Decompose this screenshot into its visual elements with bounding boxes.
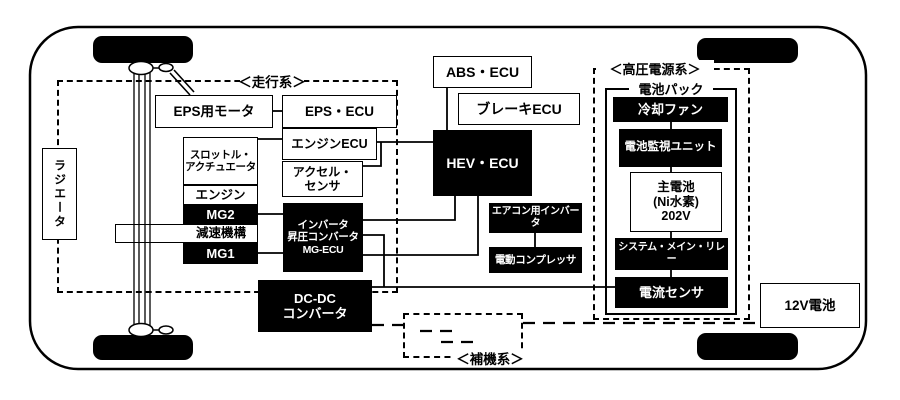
connector-lines xyxy=(258,88,672,288)
eps-ecu-box: EPS・ECU xyxy=(282,95,397,128)
current-sensor-box: 電流センサ xyxy=(615,277,728,308)
engine-ecu-box: エンジンECU xyxy=(282,128,377,160)
line-branch-accelsensor xyxy=(363,142,382,167)
inverter-unit-box: インバータ 昇圧コンバータ MG-ECU xyxy=(283,203,363,272)
eps-motor-box: EPS用モータ xyxy=(155,95,273,128)
hev-ecu-box: HEV・ECU xyxy=(433,130,532,196)
main-battery-box: 主電池 (Ni水素) 202V xyxy=(630,172,722,232)
dcdc-converter-box: DC-DC コンバータ xyxy=(258,280,372,332)
line-hevecu-inverter-1 xyxy=(363,196,456,221)
mg1-box: MG1 xyxy=(183,243,258,264)
auxiliary-system-label: ＜補機系＞ xyxy=(452,349,528,367)
engine-ecu-label: エンジンECU xyxy=(291,136,368,151)
accel-sensor-box: アクセル・ センサ xyxy=(282,161,363,197)
12v-battery-box: 12V電池 xyxy=(760,283,860,328)
radiator-box: ラジエータ xyxy=(42,148,77,240)
wheel-rear-left xyxy=(93,335,193,360)
abs-ecu-box: ABS・ECU xyxy=(433,56,532,88)
brake-ecu-box: ブレーキECU xyxy=(458,93,580,125)
line-hevecu-inverter-2 xyxy=(363,196,479,256)
throttle-actuator-box: スロットル・ アクチュエータ xyxy=(183,137,258,185)
electric-compressor-box: 電動コンプレッサ xyxy=(489,247,582,273)
engine-box: エンジン xyxy=(183,185,258,205)
eps-ecu-label: EPS・ECU xyxy=(304,103,375,119)
system-main-relay-box: システム・メイン・リレー xyxy=(615,238,728,270)
mg2-box: MG2 xyxy=(183,205,258,224)
battery-monitor-box: 電池監視ユニット xyxy=(619,129,722,167)
drive-system-label: ＜走行系＞ xyxy=(238,72,306,90)
cooling-fan-box: 冷却ファン xyxy=(613,97,728,122)
high-voltage-label: ＜高圧電源系＞ xyxy=(596,60,714,77)
line-inverter-powerbus xyxy=(363,234,385,287)
radiator-label: ラジエータ xyxy=(52,159,67,229)
wheel-rear-right xyxy=(697,333,798,360)
battery-pack-label: 電池パック xyxy=(629,80,713,97)
auxiliary-power-lines xyxy=(372,321,760,344)
eps-motor-label: EPS用モータ xyxy=(173,103,255,119)
ac-inverter-box: エアコン用インバータ xyxy=(489,203,582,233)
wheel-front-left xyxy=(93,36,193,63)
reduction-gear-box: 減速機構 xyxy=(115,224,258,243)
wheel-front-right xyxy=(697,38,798,63)
